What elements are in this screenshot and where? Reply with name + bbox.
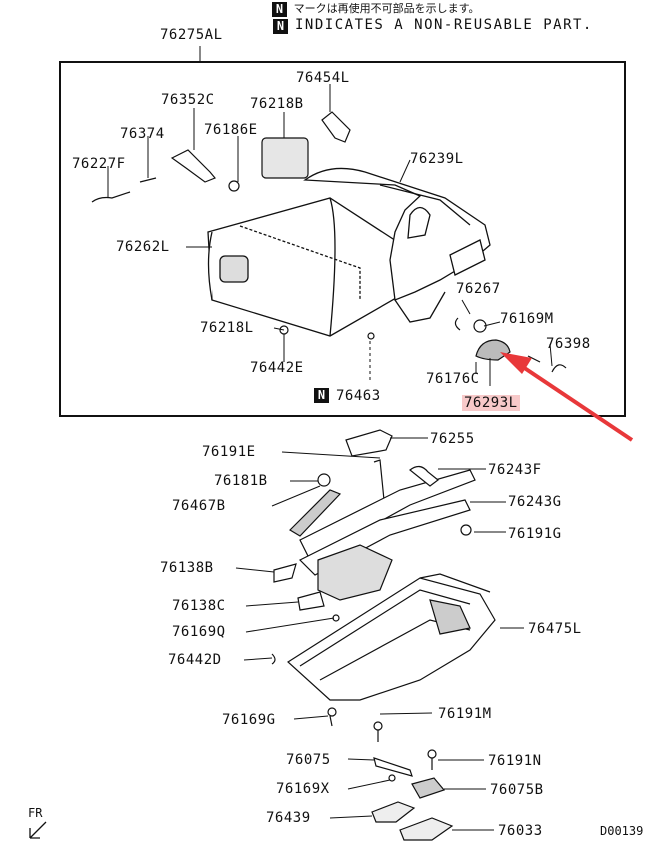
label-76138C: 76138C xyxy=(172,598,226,614)
label-76239L: 76239L xyxy=(410,151,464,167)
label-76191M: 76191M xyxy=(438,706,492,722)
label-76255: 76255 xyxy=(430,431,475,447)
seat-group-frame xyxy=(59,61,626,417)
label-76191G: 76191G xyxy=(508,526,562,542)
label-76374: 76374 xyxy=(120,126,165,142)
label-76176C: 76176C xyxy=(426,371,480,387)
label-76243F: 76243F xyxy=(488,462,542,478)
label-76138B: 76138B xyxy=(160,560,214,576)
jp-note-text: マークは再使用不可部品を示します。 xyxy=(293,2,480,15)
label-76218B: 76218B xyxy=(250,96,304,112)
n-symbol: N xyxy=(273,19,288,34)
header-jp-note: N マークは再使用不可部品を示します。 xyxy=(272,0,480,17)
n-symbol-76463: N xyxy=(314,388,329,403)
non-reusable-legend: INDICATES A NON-REUSABLE PART. xyxy=(295,17,593,33)
label-76169Q: 76169Q xyxy=(172,624,226,640)
seat-slide-assembly xyxy=(271,429,476,665)
label-76243G: 76243G xyxy=(508,494,562,510)
upper-leaders xyxy=(107,84,553,386)
diagram-code: D00139 xyxy=(600,824,644,838)
label-76398: 76398 xyxy=(546,336,591,352)
lower-cover xyxy=(287,573,496,841)
label-76169G: 76169G xyxy=(222,712,276,728)
front-direction-label: FR xyxy=(28,806,43,820)
lower-leaders xyxy=(235,437,524,831)
n-symbol-small: N xyxy=(272,1,287,17)
label-76169X: 76169X xyxy=(276,781,330,797)
front-direction-arrow xyxy=(29,821,47,839)
label-76191E: 76191E xyxy=(202,444,256,460)
label-76467B: 76467B xyxy=(172,498,226,514)
label-76169M: 76169M xyxy=(500,311,554,327)
label-76463: 76463 xyxy=(336,388,381,404)
seat-frame xyxy=(303,167,491,323)
label-76293L-highlighted: 76293L xyxy=(462,395,520,411)
label-76262L: 76262L xyxy=(116,239,170,255)
label-76227F: 76227F xyxy=(72,156,126,172)
seat-cushion xyxy=(207,197,411,337)
upper-small-parts xyxy=(91,111,567,373)
label-76475L: 76475L xyxy=(528,621,582,637)
label-76454L: 76454L xyxy=(296,70,350,86)
label-76181B: 76181B xyxy=(214,473,268,489)
highlight-arrow xyxy=(500,352,634,442)
label-76218L: 76218L xyxy=(200,320,254,336)
label-76267: 76267 xyxy=(456,281,501,297)
label-76439: 76439 xyxy=(266,810,311,826)
label-76075B: 76075B xyxy=(490,782,544,798)
label-76191N: 76191N xyxy=(488,753,542,769)
label-76033: 76033 xyxy=(498,823,543,839)
label-76075: 76075 xyxy=(286,752,331,768)
label-76442D: 76442D xyxy=(168,652,222,668)
label-76186E: 76186E xyxy=(204,122,258,138)
label-76275AL: 76275AL xyxy=(160,27,223,43)
label-76442E: 76442E xyxy=(250,360,304,376)
label-76352C: 76352C xyxy=(161,92,215,108)
